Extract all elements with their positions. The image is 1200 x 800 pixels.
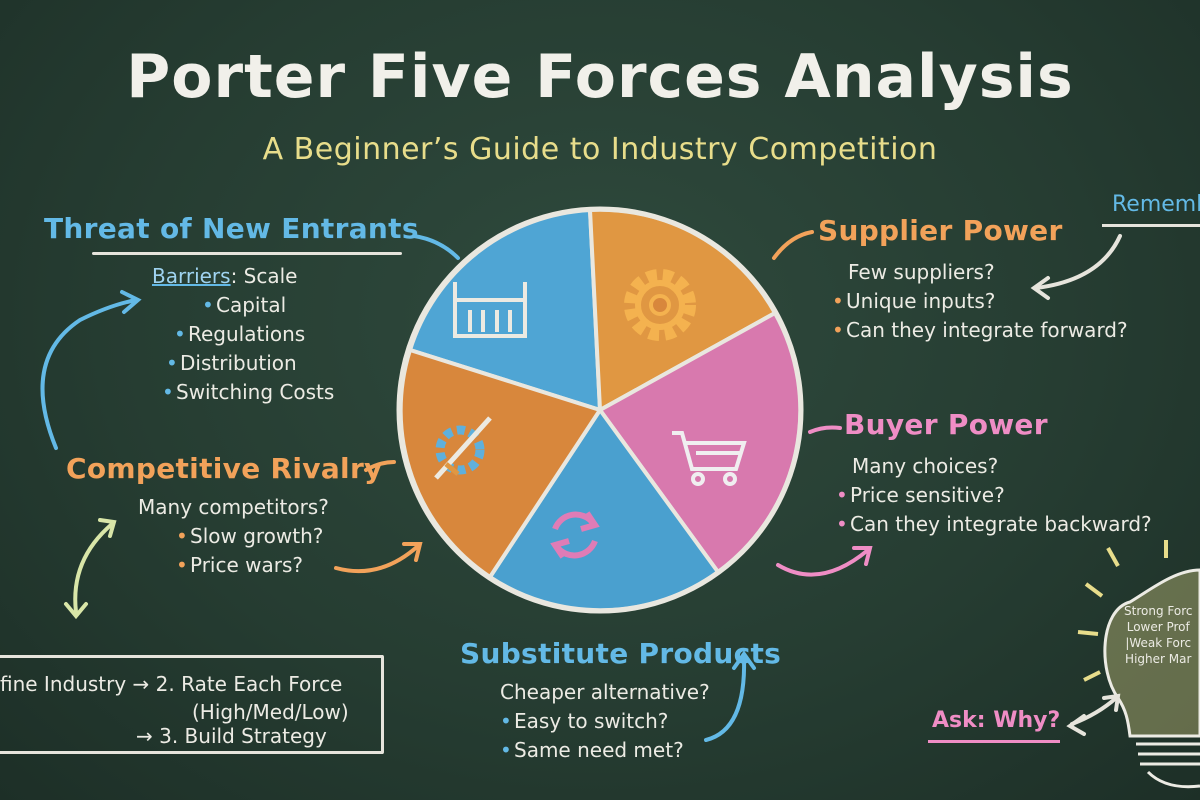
arrow-buyer: [808, 425, 842, 434]
arrow-supplier: [772, 230, 814, 260]
arrow-loop-left: [40, 298, 138, 450]
steps-line-1: fine Industry → 2. Rate Each Force: [0, 672, 343, 696]
gear-icon: [624, 269, 696, 341]
bulb-line: Lower Prof: [1126, 620, 1190, 634]
factory-icon: [453, 282, 527, 338]
arrow-rivalry: [364, 460, 396, 472]
supplier-lead: Few suppliers?: [848, 260, 995, 284]
rivalry-list: Many competitors? Slow growth? Price war…: [138, 493, 329, 580]
supplier-item: Unique inputs?: [846, 289, 996, 313]
remember-note: Rememb: [1112, 192, 1200, 217]
shopping-cart-icon: [672, 431, 747, 486]
five-forces-wheel: [396, 206, 804, 614]
refresh-arrows-icon: [550, 511, 600, 559]
bulb-text: Strong Forc Lower Prof |Weak Forc Higher…: [1124, 603, 1192, 667]
supplier-power-list: Few suppliers? Unique inputs? Can they i…: [846, 258, 1128, 345]
substitutes-item: Same need met?: [514, 738, 684, 762]
barriers-label: Barriers: [152, 264, 231, 288]
ask-why-label: Ask: Why?: [932, 708, 1061, 733]
arrow-new-entrants: [412, 234, 460, 260]
substitutes-list: Cheaper alternative? Easy to switch? Sam…: [500, 678, 710, 765]
page-title: Porter Five Forces Analysis: [126, 42, 1074, 112]
steps-box: fine Industry → 2. Rate Each Force (High…: [0, 655, 384, 754]
sword-gear-icon: [434, 416, 492, 480]
substitutes-lead: Cheaper alternative?: [500, 680, 710, 704]
rivalry-title: Competitive Rivalry: [66, 452, 383, 485]
arrow-rivalry-down: [73, 522, 114, 614]
new-entrants-underline: [92, 252, 402, 255]
arrow-remember: [1034, 234, 1122, 290]
buyer-item: Can they integrate backward?: [850, 512, 1152, 536]
buyer-power-title: Buyer Power: [844, 408, 1048, 441]
supplier-item: Can they integrate forward?: [846, 318, 1128, 342]
ask-underline: [928, 740, 1060, 743]
lightbulb-icon: [1077, 540, 1200, 789]
arrow-price-wars: [334, 544, 420, 574]
barrier-item: Distribution: [180, 351, 297, 375]
buyer-lead: Many choices?: [852, 454, 999, 478]
new-entrants-list: Barriers: Scale Capital Regulations Dist…: [152, 262, 334, 407]
bulb-line: |Weak Forc: [1125, 636, 1192, 650]
steps-line-2: (High/Med/Low): [192, 700, 349, 724]
buyer-power-list: Many choices? Price sensitive? Can they …: [850, 452, 1152, 539]
bulb-line: Strong Forc: [1124, 604, 1193, 618]
steps-line-3: → 3. Build Strategy: [136, 724, 327, 748]
barrier-item: Switching Costs: [176, 380, 335, 404]
arrow-substitutes: [704, 656, 747, 742]
rivalry-item: Slow growth?: [190, 524, 324, 548]
supplier-power-title: Supplier Power: [818, 214, 1063, 247]
rivalry-lead: Many competitors?: [138, 495, 329, 519]
new-entrants-title: Threat of New Entrants: [44, 212, 419, 245]
bulb-line: Higher Mar: [1125, 652, 1192, 666]
barriers-first: : Scale: [230, 264, 298, 288]
barrier-item: Regulations: [188, 322, 306, 346]
rivalry-item: Price wars?: [190, 553, 304, 577]
buyer-item: Price sensitive?: [850, 483, 1005, 507]
barrier-item: Capital: [216, 293, 287, 317]
substitutes-item: Easy to switch?: [514, 709, 669, 733]
arrow-buyer-loop: [776, 548, 870, 577]
remember-underline: [1102, 224, 1200, 227]
page-subtitle: A Beginner’s Guide to Industry Competiti…: [262, 132, 938, 167]
substitutes-title: Substitute Products: [460, 637, 782, 670]
